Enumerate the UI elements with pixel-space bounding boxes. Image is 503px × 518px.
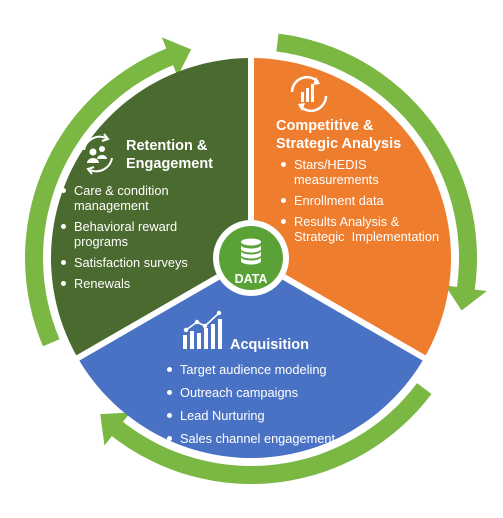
sector-separators bbox=[74, 56, 428, 362]
ring-arrow-segment bbox=[25, 37, 192, 347]
ring-arrow-segment bbox=[276, 33, 487, 311]
sector-separator bbox=[74, 274, 220, 362]
cycle-bar-chart-icon bbox=[290, 75, 328, 113]
competitive-sector bbox=[251, 58, 451, 358]
list-item: Lead Nurturing bbox=[164, 408, 384, 423]
green-arrow-ring bbox=[25, 33, 487, 485]
people-cycle-icon bbox=[83, 133, 113, 175]
list-item: Outreach campaigns bbox=[164, 385, 384, 400]
retention-title-line2: Engagement bbox=[126, 156, 214, 172]
retention-title: Retention & Engagement bbox=[126, 137, 246, 173]
ring-arrow-segment bbox=[100, 383, 432, 485]
acquisition-title: Acquisition bbox=[230, 337, 309, 353]
competitive-title-line1: Competitive & bbox=[276, 118, 374, 134]
retention-sector bbox=[51, 58, 252, 358]
competitive-title: Competitive & Strategic Analysis bbox=[276, 117, 416, 153]
competitive-title-line2: Strategic Analysis bbox=[276, 136, 402, 152]
database-icon bbox=[241, 238, 261, 265]
growth-chart-icon bbox=[183, 310, 222, 349]
list-item: Renewals bbox=[58, 276, 218, 291]
sector-separator bbox=[282, 274, 428, 362]
acquisition-list: Target audience modeling Outreach campai… bbox=[164, 362, 384, 454]
retention-title-line1: Retention & bbox=[126, 138, 208, 154]
list-item: Results Analysis &Strategic Implementati… bbox=[278, 214, 468, 244]
list-item: Satisfaction surveys bbox=[58, 255, 218, 270]
acquisition-sector bbox=[77, 258, 425, 458]
list-item: Enrollment data bbox=[278, 193, 468, 208]
list-item: Target audience modeling bbox=[164, 362, 384, 377]
center-data-label: DATA bbox=[234, 272, 268, 286]
list-item: Sales channel engagement bbox=[164, 431, 384, 446]
